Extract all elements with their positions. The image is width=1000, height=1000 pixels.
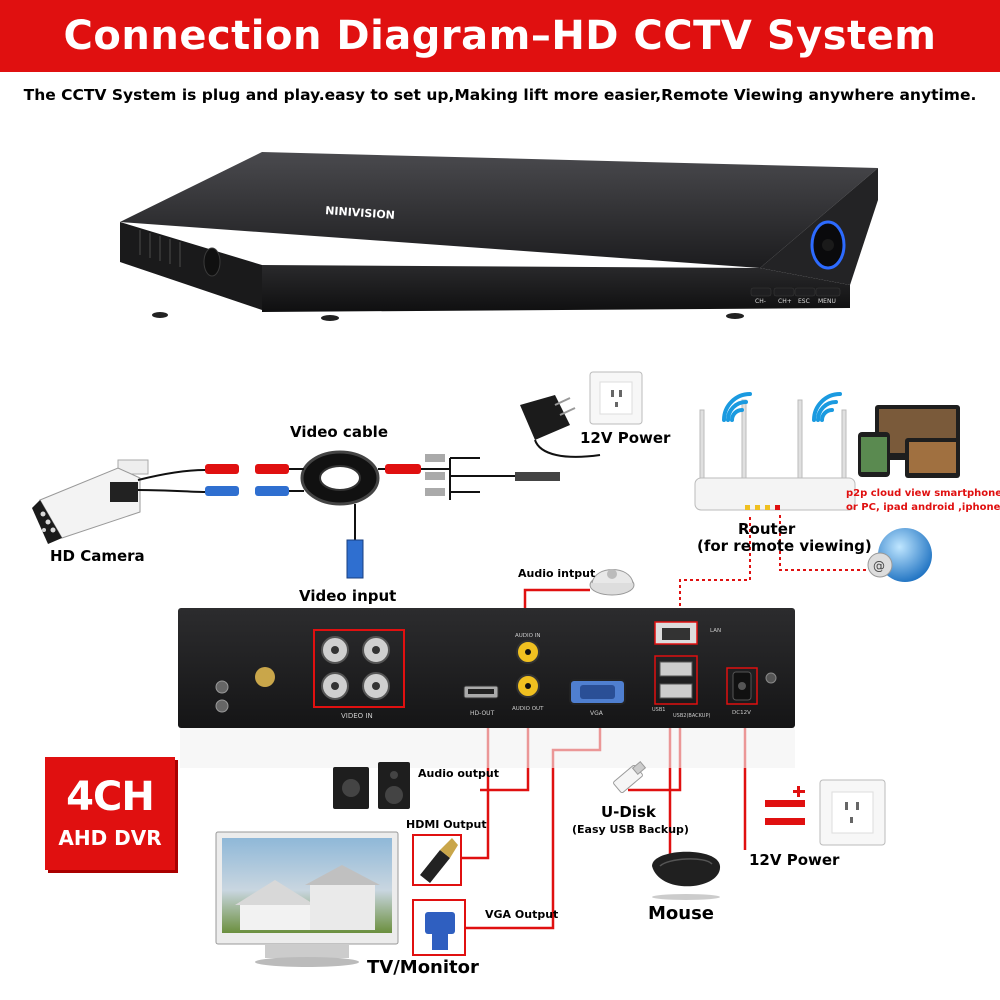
port-label-vga: VGA: [590, 710, 604, 717]
subtitle: The CCTV System is plug and play.easy to…: [23, 86, 977, 104]
dvr-top-face: [120, 152, 878, 268]
label-router: Router: [738, 520, 796, 538]
port-label-audio-in: AUDIO IN: [515, 633, 540, 639]
dotted-network-wires: [679, 515, 870, 630]
dvr-button-ch-plus: CH+: [778, 298, 792, 305]
label-udisk-sub: (Easy USB Backup): [572, 823, 689, 836]
page-title: Connection Diagram–HD CCTV System: [63, 13, 937, 59]
label-video-input: Video input: [299, 587, 397, 605]
label-tv-monitor: TV/Monitor: [367, 957, 479, 978]
label-p2p-line2: or PC, ipad android ,iphone.: [846, 502, 1000, 513]
label-udisk: U-Disk: [601, 803, 656, 821]
dc-power-symbol-icon: [765, 786, 805, 825]
dvr-back-panel: VIDEO IN AUDIO IN AUDIO OUT HD-OUT VGA L…: [178, 608, 795, 768]
port-dc-power-highlight: [726, 667, 758, 705]
wall-socket-bottom-icon: [819, 779, 886, 846]
hdmi-cable-icon: [412, 834, 462, 886]
badge-channels: 4CH: [66, 774, 155, 820]
internet-globe-icon: @: [867, 528, 932, 582]
hd-camera: [32, 459, 149, 544]
port-label-usb2: USB2(BACKUP): [673, 713, 710, 719]
label-power-bottom: 12V Power: [749, 851, 840, 869]
label-video-cable: Video cable: [290, 423, 388, 441]
dvr-badge: 4CH AHD DVR: [45, 757, 175, 870]
badge-type: AHD DVR: [58, 826, 162, 850]
label-vga-output: VGA Output: [485, 908, 559, 921]
wire-lan-router: [679, 515, 751, 630]
label-audio-input: Audio intput: [518, 567, 596, 580]
label-router-sub: (for remote viewing): [697, 537, 872, 555]
vga-cable-icon: [412, 899, 466, 956]
dvr-front-face: [262, 265, 850, 312]
video-cable-assembly: [137, 450, 560, 579]
usb-disk-icon: [613, 761, 647, 794]
dvr-button-menu: MENU: [818, 298, 836, 305]
port-usb-highlight: [654, 655, 698, 705]
router-icon: [694, 399, 856, 511]
title-banner: Connection Diagram–HD CCTV System: [0, 0, 1000, 72]
port-label-usb1: USB1: [652, 707, 665, 713]
port-label-dc: DC12V: [732, 710, 751, 716]
power-adapter-icon: [520, 395, 601, 458]
speakers-icon: [333, 762, 410, 809]
label-audio-output: Audio output: [418, 767, 499, 780]
wire-router-internet: [779, 515, 870, 571]
ground-sticker: [255, 667, 275, 687]
port-usb2: [659, 683, 693, 699]
dvr-button-ch-minus: CH-: [755, 298, 766, 305]
label-hd-camera: HD Camera: [50, 547, 145, 565]
label-mouse: Mouse: [648, 903, 715, 924]
port-label-hd-out: HD-OUT: [470, 710, 495, 717]
wifi-icon: [722, 392, 842, 422]
port-label-lan: LAN: [710, 628, 721, 634]
dvr-front-unit: NINIVISION CH- CH+ ESC MENU: [120, 152, 878, 321]
label-hdmi-output: HDMI Output: [406, 818, 487, 831]
label-p2p-line1: p2p cloud view smartphone: [846, 488, 1000, 499]
microphone-icon: [589, 569, 635, 596]
port-usb1: [659, 661, 693, 677]
dvr-left-face: [120, 222, 262, 310]
svg-text:@: @: [873, 559, 885, 573]
port-label-audio-out: AUDIO OUT: [512, 706, 544, 712]
label-power-top: 12V Power: [580, 429, 671, 447]
bnc-connector-icon: [346, 539, 364, 579]
wall-socket-top-icon: [589, 371, 643, 425]
dvr-brand: NINIVISION: [325, 204, 396, 222]
devices-icon: [858, 405, 960, 478]
port-label-video-in: VIDEO IN: [341, 712, 373, 720]
dvr-button-esc: ESC: [798, 298, 810, 305]
mouse-icon: [652, 851, 721, 900]
video-in-highlight: [313, 629, 405, 708]
tv-monitor-icon: [215, 831, 399, 967]
